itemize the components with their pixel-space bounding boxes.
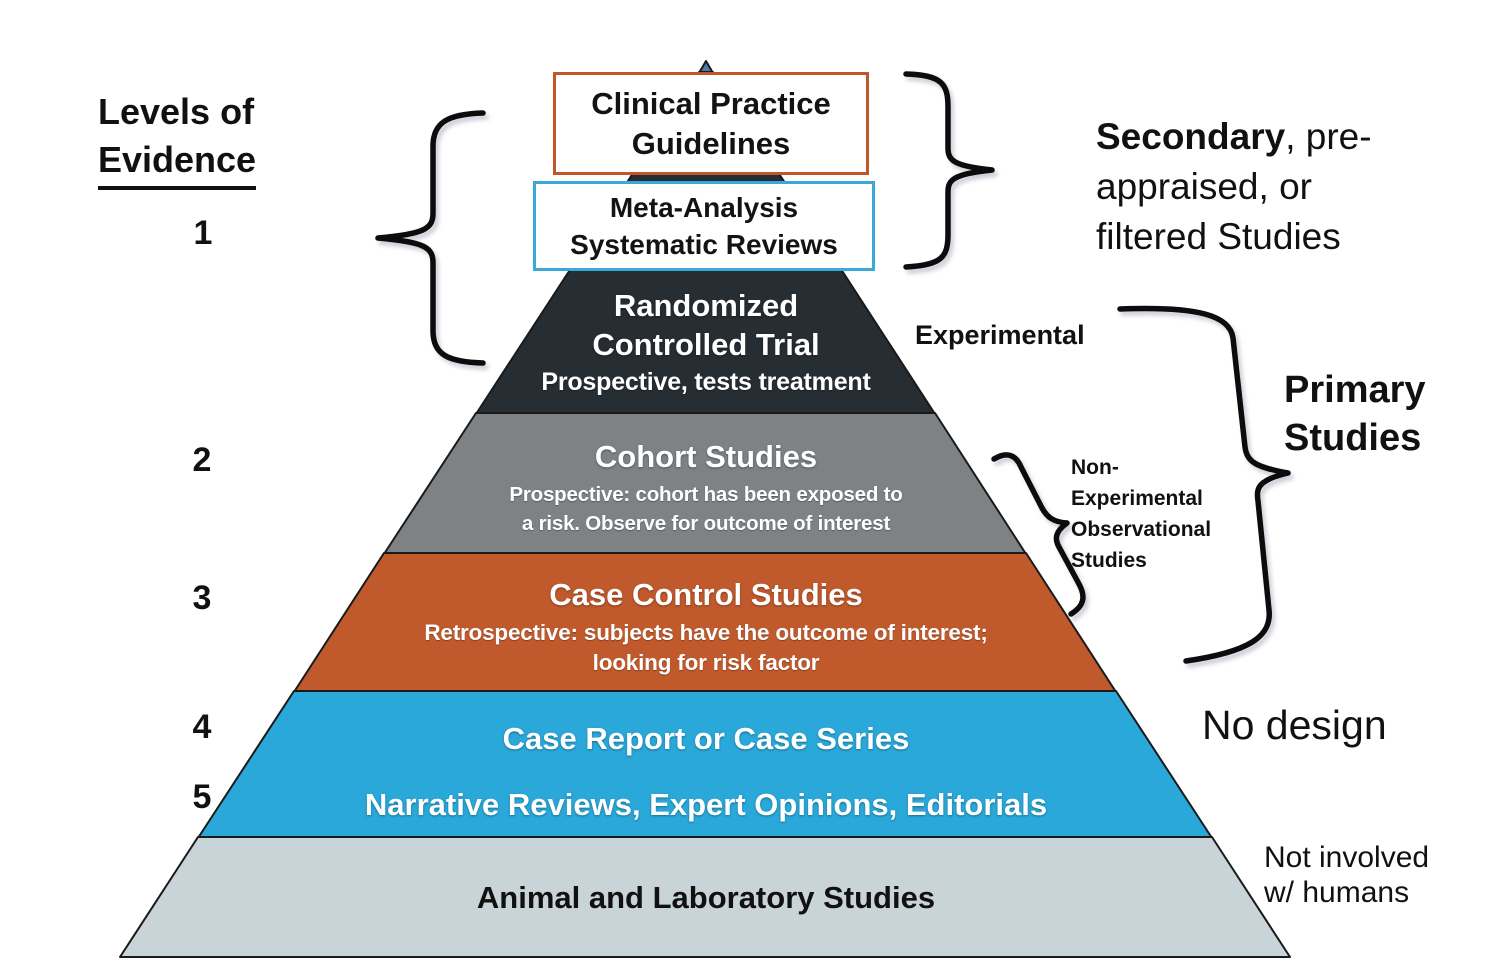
clinical-practice-line1: Clinical Practice — [591, 85, 831, 121]
rct-subtitle: Prospective, tests treatment — [541, 368, 871, 396]
nonexp-line1: Non- — [1071, 456, 1119, 479]
level-number-4: 4 — [192, 708, 212, 746]
rct-level-text: Randomized Controlled Trial Prospective,… — [106, 286, 1306, 396]
primary-studies-label: Primary Studies — [1284, 366, 1426, 462]
meta-analysis-box-label: Meta-Analysis Systematic Reviews — [570, 189, 838, 263]
narrative-reviews-title: Narrative Reviews, Expert Opinions, Edit… — [364, 787, 1048, 822]
rct-title-line2: Controlled Trial — [592, 327, 820, 362]
level-number-3: 3 — [192, 579, 212, 617]
cohort-level-text: Cohort Studies Prospective: cohort has b… — [106, 437, 1306, 538]
nonexp-line2: Experimental — [1071, 487, 1203, 510]
case-control-level-text: Case Control Studies Retrospective: subj… — [106, 575, 1306, 678]
level-number-1: 1 — [193, 214, 213, 252]
curly-brace-observational-icon — [991, 452, 1086, 617]
meta-analysis-box: Meta-Analysis Systematic Reviews — [533, 181, 875, 271]
rct-title-line1: Randomized — [613, 288, 799, 323]
case-report-title: Case Report or Case Series — [502, 721, 910, 756]
secondary-rest: , pre- — [1285, 116, 1372, 157]
no-design-label: No design — [1202, 702, 1387, 748]
secondary-word: Secondary — [1096, 116, 1286, 157]
meta-analysis-line1: Meta-Analysis — [609, 192, 799, 223]
diagram-title-line1: Levels of — [98, 91, 255, 132]
curly-brace-secondary-icon — [903, 71, 995, 270]
case-control-subtitle-line2: looking for risk factor — [592, 650, 820, 675]
level-number-5: 5 — [192, 778, 212, 816]
diagram-title: Levels of Evidence — [98, 88, 257, 190]
curly-brace-primary-icon — [1117, 305, 1291, 664]
secondary-studies-label: Secondary, pre- appraised, or filtered S… — [1096, 112, 1372, 262]
nonexp-line4: Studies — [1071, 549, 1147, 572]
secondary-line3: filtered Studies — [1096, 216, 1341, 257]
cohort-title: Cohort Studies — [594, 439, 818, 474]
level-number-2: 2 — [192, 441, 212, 479]
pyramid-level-animal-shape — [119, 836, 1291, 958]
non-experimental-label: Non- Experimental Observational Studies — [1071, 452, 1211, 576]
cohort-subtitle-line1: Prospective: cohort has been exposed to — [509, 483, 903, 506]
experimental-label: Experimental — [915, 320, 1085, 350]
nonexp-line3: Observational — [1071, 518, 1212, 541]
clinical-practice-box-label: Clinical Practice Guidelines — [591, 84, 831, 164]
case-control-title: Case Control Studies — [549, 577, 863, 612]
not-involved-line2: w/ humans — [1264, 876, 1410, 909]
secondary-line1: Secondary, pre- — [1096, 112, 1372, 162]
meta-analysis-line2: Systematic Reviews — [570, 229, 838, 260]
diagram-title-line2: Evidence — [98, 136, 257, 190]
not-involved-label: Not involved w/ humans — [1264, 840, 1429, 910]
secondary-line2: appraised, or — [1096, 166, 1312, 207]
clinical-practice-box: Clinical Practice Guidelines — [553, 72, 869, 175]
case-control-subtitle-line1: Retrospective: subjects have the outcome… — [424, 620, 988, 645]
clinical-practice-line2: Guidelines — [631, 125, 791, 161]
primary-line2: Studies — [1284, 417, 1422, 459]
animal-laboratory-title: Animal and Laboratory Studies — [476, 880, 936, 915]
cohort-subtitle-line2: a risk. Observe for outcome of interest — [521, 512, 891, 535]
not-involved-line1: Not involved — [1264, 841, 1430, 874]
curly-brace-level1-icon — [375, 110, 486, 366]
primary-line1: Primary — [1284, 369, 1426, 411]
